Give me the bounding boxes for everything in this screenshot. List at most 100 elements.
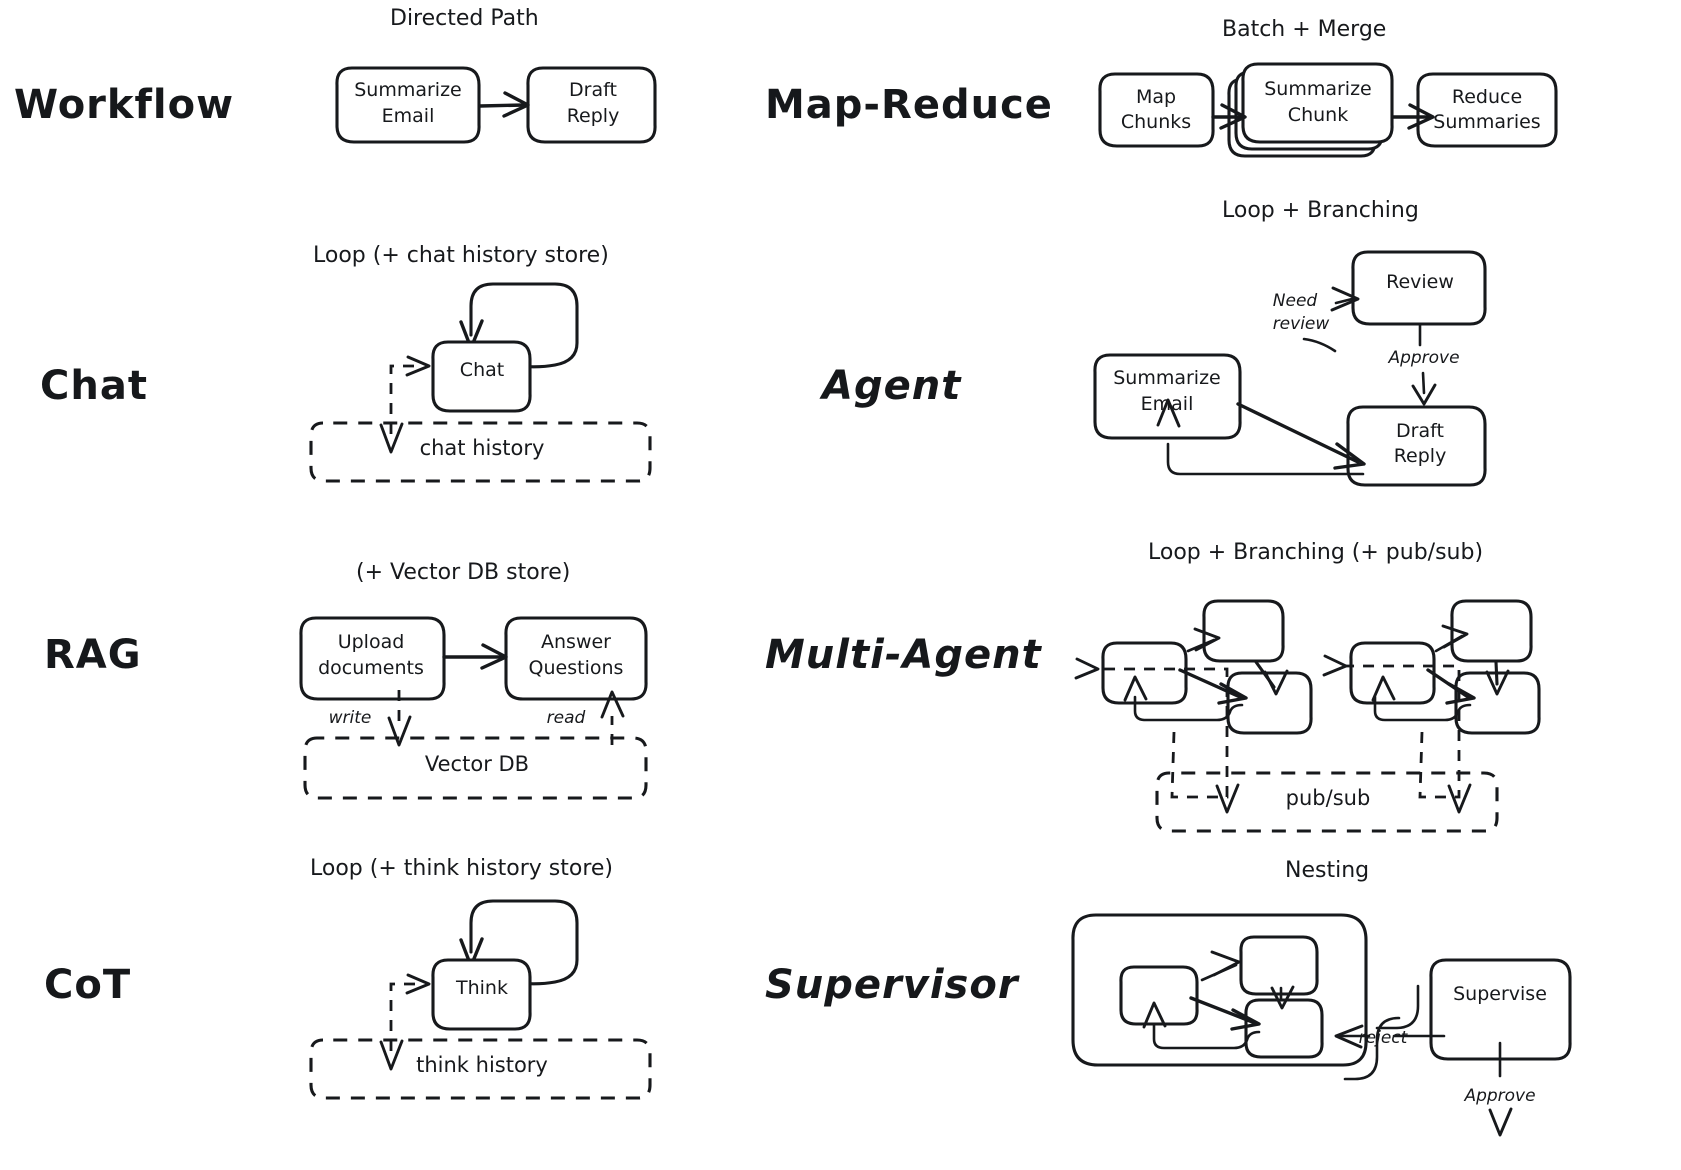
edge-summarize-to-draft <box>1236 402 1360 464</box>
row-label-chat: Chat <box>40 363 148 409</box>
edge-a3-back-to-a2 <box>1133 695 1244 722</box>
node-label: Think <box>455 977 508 999</box>
store-label: chat history <box>420 436 545 460</box>
node-draft-reply-agent[interactable] <box>1346 405 1487 487</box>
node-nested-2[interactable] <box>1239 935 1319 996</box>
arrowhead-icon <box>502 91 530 118</box>
node-cluster-a-2[interactable] <box>1101 641 1188 705</box>
edge-group-to-supervise-top <box>1375 984 1420 1030</box>
store-chat-history <box>309 421 652 483</box>
cot-graph: Think think history <box>309 899 652 1100</box>
node-chat[interactable] <box>431 340 532 413</box>
node-label: Upload <box>338 631 405 653</box>
node-label: Chat <box>460 359 504 381</box>
edge-label-read: read <box>547 708 586 728</box>
arrowhead-icon <box>1230 1008 1261 1031</box>
node-label: Draft <box>569 79 617 101</box>
store-label: think history <box>416 1053 548 1077</box>
node-cluster-b-1[interactable] <box>1450 599 1533 663</box>
row-label-cot: CoT <box>44 962 132 1008</box>
row-label-workflow: Workflow <box>14 82 235 128</box>
edge-think-self-loop <box>469 899 579 986</box>
arrowhead-icon <box>1411 383 1437 406</box>
node-cluster-a-3[interactable] <box>1226 671 1313 735</box>
arrowhead-icon <box>1322 654 1348 677</box>
node-label: Draft <box>1396 420 1444 442</box>
arrowhead-icon <box>1330 286 1360 312</box>
arrowhead-icon <box>1193 627 1221 652</box>
node-summarize-email-agent[interactable] <box>1093 353 1242 440</box>
agent-cluster-b <box>1322 599 1541 814</box>
edge-group-to-supervise <box>1343 1016 1401 1081</box>
arrowhead-icon <box>1215 783 1240 814</box>
node-label: Reduce <box>1452 86 1522 108</box>
arrowhead-icon <box>1334 1024 1364 1049</box>
edge-summarize-to-review <box>1334 297 1354 305</box>
edge-label-write: write <box>329 708 372 728</box>
arrowhead-icon <box>405 355 431 377</box>
node-think[interactable] <box>431 958 532 1031</box>
edge-label-reject: reject <box>1359 1028 1409 1048</box>
supervisor-graph: Supervise reject Approve <box>1071 913 1572 1137</box>
node-draft-reply[interactable] <box>526 66 657 144</box>
node-label: Email <box>382 105 435 127</box>
arrowhead-icon <box>1156 398 1181 428</box>
row-label-supervisor: Supervisor <box>765 962 1019 1008</box>
edge-chat-self-loop <box>469 282 579 369</box>
caption-loop-branching-pubsub: Loop + Branching (+ pub/sub) <box>1148 540 1484 565</box>
node-label: Answer <box>541 631 611 653</box>
caption-nesting: Nesting <box>1285 858 1370 883</box>
arrowhead-icon <box>1219 103 1247 130</box>
arrowhead-icon <box>1142 1001 1167 1029</box>
edge-label-approve: Approve <box>1387 348 1459 368</box>
node-label: Chunk <box>1288 104 1348 126</box>
arrowhead-icon <box>1371 675 1396 702</box>
caption-directed-path: Directed Path <box>390 6 539 31</box>
arrowhead-icon <box>387 715 412 747</box>
node-label: Summaries <box>1433 111 1540 133</box>
node-nested-1[interactable] <box>1244 998 1324 1059</box>
node-label: Reply <box>567 105 620 127</box>
node-summarize-email[interactable] <box>335 66 481 144</box>
arrowhead-icon <box>1270 985 1295 1010</box>
node-cluster-b-3[interactable] <box>1454 671 1541 735</box>
node-supervise[interactable] <box>1429 958 1572 1061</box>
arrowhead-icon <box>1123 675 1148 702</box>
arrowhead-icon <box>1333 442 1366 470</box>
store-label: pub/sub <box>1286 786 1371 810</box>
caption-vector-db-store: (+ Vector DB store) <box>356 560 571 585</box>
node-cluster-b-2[interactable] <box>1349 641 1436 705</box>
node-label: Supervise <box>1453 983 1547 1005</box>
store-vector-db <box>303 736 648 800</box>
node-map-chunks[interactable] <box>1098 72 1215 148</box>
edge-label-review: review <box>1273 314 1330 334</box>
arrowhead-icon <box>1445 682 1476 705</box>
edge-summarize-to-review-tail <box>1302 337 1337 353</box>
node-summarize-chunk[interactable] <box>1241 62 1394 144</box>
node-reduce-summaries[interactable] <box>1416 72 1558 148</box>
node-label: Review <box>1386 271 1454 293</box>
arrowhead-icon <box>480 643 508 670</box>
chat-graph: Chat chat history <box>309 282 652 483</box>
row-label-agent: Agent <box>822 363 962 409</box>
node-upload-documents[interactable] <box>299 616 446 701</box>
arrowhead-icon <box>379 422 404 454</box>
node-nested-3[interactable] <box>1119 965 1199 1026</box>
node-cluster-a-1[interactable] <box>1202 599 1285 663</box>
edge-summarize-to-draft <box>478 103 527 108</box>
caption-loop-think: Loop (+ think history store) <box>310 856 614 881</box>
edge-label-approve: Approve <box>1463 1086 1535 1106</box>
arrowhead-icon <box>1217 682 1248 705</box>
node-answer-questions[interactable] <box>504 616 648 701</box>
node-review[interactable] <box>1351 250 1487 326</box>
row-label-map-reduce: Map-Reduce <box>765 82 1053 128</box>
edge-entry-to-think <box>389 982 422 1051</box>
edge-b2-to-b3 <box>1494 660 1499 686</box>
node-label: Summarize <box>354 79 462 101</box>
edge-entry-to-chat <box>389 364 422 434</box>
arrowhead-icon <box>1441 624 1469 649</box>
store-pub-sub <box>1155 771 1499 833</box>
edge-cluster-a-entry <box>1098 667 1229 799</box>
